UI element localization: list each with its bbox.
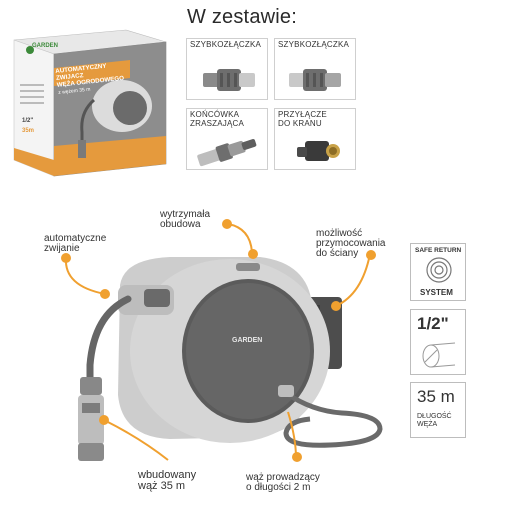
callout-dot: [99, 415, 109, 425]
accessory-quick-connector-1: SZYBKOZŁĄCZKA: [186, 38, 268, 100]
box-side-length: 35m: [22, 128, 35, 134]
callout-dot: [222, 219, 232, 229]
callout-built-in-hose: wbudowany wąż 35 m: [138, 469, 197, 492]
accessory-spray-nozzle: KOŃCÓWKA ZRASZAJĄCA: [186, 108, 268, 170]
callout-dot: [100, 289, 110, 299]
spiral-icon: [426, 257, 452, 283]
accessory-label: KOŃCÓWKA ZRASZAJĄCA: [190, 110, 245, 128]
product-box: GARDEN AUTOMATYCZNY ZWIJACZ WĘŻA OGRODOW…: [10, 28, 168, 178]
callout-auto-rewind: automatyczne zwijanie: [44, 233, 107, 254]
box-brand: GARDEN: [32, 43, 59, 49]
accessory-label: PRZYŁĄCZE DO KRANU: [278, 110, 327, 128]
set-heading: W zestawie:: [187, 6, 298, 28]
reel-logo: GARDEN: [232, 337, 263, 344]
callout-dot: [366, 250, 376, 260]
callout-dot: [331, 301, 341, 311]
callout-dot: [292, 452, 302, 462]
callout-dot: [248, 249, 258, 259]
badge-hose-length: 35 m DŁUGOŚĆ WĘŻA: [410, 382, 466, 438]
callout-wall-mount: możliwość przymocowania do ściany: [316, 228, 386, 259]
accessory-quick-connector-2: SZYBKOZŁĄCZKA: [274, 38, 356, 100]
hose-diameter-icon: [422, 342, 456, 368]
callout-durable-housing: wytrzymała obudowa: [160, 209, 211, 230]
callout-lead-hose: wąż prowadzący o długości 2 m: [246, 472, 320, 493]
badge-safe-return: SAFE RETURN SYSTEM: [410, 243, 466, 301]
accessory-label: SZYBKOZŁĄCZKA: [278, 40, 350, 49]
box-side-size: 1/2": [22, 118, 34, 124]
accessory-tap-connector: PRZYŁĄCZE DO KRANU: [274, 108, 356, 170]
callout-dot: [61, 253, 71, 263]
hose-reel-illustration: GARDEN: [60, 215, 400, 505]
badge-hose-size: 1/2": [410, 309, 466, 375]
accessory-label: SZYBKOZŁĄCZKA: [190, 40, 262, 49]
